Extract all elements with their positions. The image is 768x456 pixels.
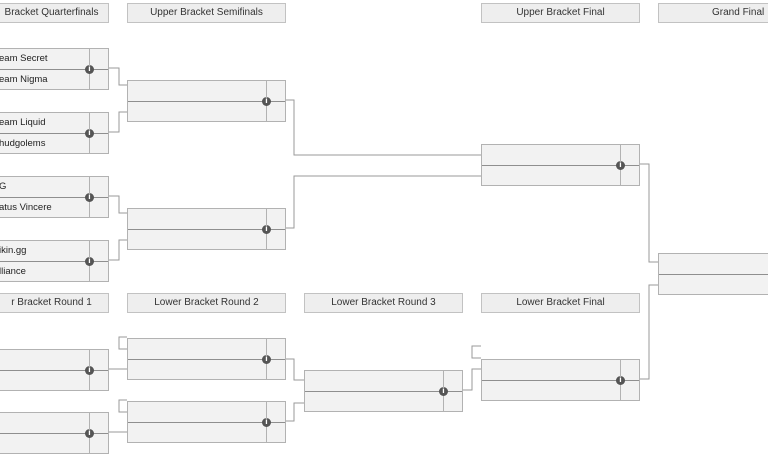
- team-2[interactable]: lliance: [0, 266, 26, 277]
- match-ub-qf-4[interactable]: ikin.gg lliance i: [0, 240, 109, 282]
- team-2[interactable]: [128, 230, 266, 250]
- team-1[interactable]: [128, 339, 266, 359]
- team-1[interactable]: ikin.gg: [0, 245, 27, 256]
- score-divider: [0, 433, 108, 434]
- header-label: Lower Bracket Final: [516, 297, 605, 308]
- info-icon[interactable]: i: [616, 161, 625, 170]
- team-1[interactable]: [482, 145, 620, 165]
- team-1[interactable]: eam Secret: [0, 53, 48, 64]
- header-lb-round-2: Lower Bracket Round 2: [127, 293, 286, 313]
- score-divider: [305, 391, 462, 392]
- match-grand-final[interactable]: [658, 253, 768, 295]
- score-divider: [0, 133, 108, 134]
- score-divider: [0, 261, 108, 262]
- header-label: Bracket Quarterfinals: [4, 7, 99, 18]
- team-2[interactable]: eam Nigma: [0, 74, 48, 85]
- team-1[interactable]: [128, 402, 266, 422]
- score-divider: [128, 359, 285, 360]
- team-1[interactable]: [128, 209, 266, 229]
- match-lb-r1-2[interactable]: i: [0, 412, 109, 454]
- info-icon[interactable]: i: [439, 387, 448, 396]
- header-ub-final: Upper Bracket Final: [481, 3, 640, 23]
- header-lb-final: Lower Bracket Final: [481, 293, 640, 313]
- score-divider: [0, 370, 108, 371]
- match-ub-sf-1[interactable]: i: [127, 80, 286, 122]
- match-ub-final[interactable]: i: [481, 144, 640, 186]
- header-ub-semifinals: Upper Bracket Semifinals: [127, 3, 286, 23]
- info-icon[interactable]: i: [85, 366, 94, 375]
- team-2[interactable]: [482, 381, 620, 401]
- score-divider: [0, 197, 108, 198]
- header-lb-round-1: r Bracket Round 1: [0, 293, 109, 313]
- score-divider: [482, 380, 639, 381]
- info-icon[interactable]: i: [85, 193, 94, 202]
- score-divider: [128, 101, 285, 102]
- team-2[interactable]: atus Vincere: [0, 202, 52, 213]
- team-2[interactable]: [0, 371, 89, 391]
- team-1[interactable]: [0, 350, 89, 370]
- team-2[interactable]: [482, 166, 620, 186]
- header-lb-round-3: Lower Bracket Round 3: [304, 293, 463, 313]
- team-2[interactable]: [128, 360, 266, 380]
- team-1[interactable]: [305, 371, 443, 391]
- score-divider: [482, 165, 639, 166]
- header-label: Upper Bracket Final: [516, 7, 605, 18]
- header-label: Lower Bracket Round 2: [154, 297, 259, 308]
- team-1[interactable]: [0, 413, 89, 433]
- header-label: r Bracket Round 1: [11, 297, 92, 308]
- info-icon[interactable]: i: [262, 355, 271, 364]
- team-2[interactable]: [128, 423, 266, 443]
- info-icon[interactable]: i: [85, 257, 94, 266]
- team-1[interactable]: [128, 81, 266, 101]
- info-icon[interactable]: i: [616, 376, 625, 385]
- info-icon[interactable]: i: [85, 65, 94, 74]
- team-2[interactable]: [305, 392, 443, 412]
- match-ub-qf-2[interactable]: eam Liquid hudgolems i: [0, 112, 109, 154]
- match-ub-qf-1[interactable]: eam Secret eam Nigma i: [0, 48, 109, 90]
- info-icon[interactable]: i: [85, 429, 94, 438]
- team-2[interactable]: hudgolems: [0, 138, 46, 149]
- match-lb-r3[interactable]: i: [304, 370, 463, 412]
- score-divider: [128, 229, 285, 230]
- team-2[interactable]: [128, 102, 266, 122]
- header-grand-final: Grand Final: [658, 3, 768, 23]
- match-lb-r1-1[interactable]: i: [0, 349, 109, 391]
- info-icon[interactable]: i: [262, 225, 271, 234]
- team-2[interactable]: [659, 275, 758, 295]
- header-ub-quarterfinals: Bracket Quarterfinals: [0, 3, 109, 23]
- match-lb-r2-2[interactable]: i: [127, 401, 286, 443]
- info-icon[interactable]: i: [85, 129, 94, 138]
- team-2[interactable]: [0, 434, 89, 454]
- info-icon[interactable]: i: [262, 97, 271, 106]
- header-label: Upper Bracket Semifinals: [150, 7, 263, 18]
- header-label: Grand Final: [712, 7, 765, 18]
- team-1[interactable]: [482, 360, 620, 380]
- score-divider: [0, 69, 108, 70]
- header-label: Lower Bracket Round 3: [331, 297, 436, 308]
- team-1[interactable]: [659, 254, 758, 274]
- score-divider: [659, 274, 768, 275]
- info-icon[interactable]: i: [262, 418, 271, 427]
- match-lb-final[interactable]: i: [481, 359, 640, 401]
- team-1[interactable]: G: [0, 181, 7, 192]
- match-ub-sf-2[interactable]: i: [127, 208, 286, 250]
- score-divider: [128, 422, 285, 423]
- match-ub-qf-3[interactable]: G atus Vincere i: [0, 176, 109, 218]
- team-1[interactable]: eam Liquid: [0, 117, 46, 128]
- match-lb-r2-1[interactable]: i: [127, 338, 286, 380]
